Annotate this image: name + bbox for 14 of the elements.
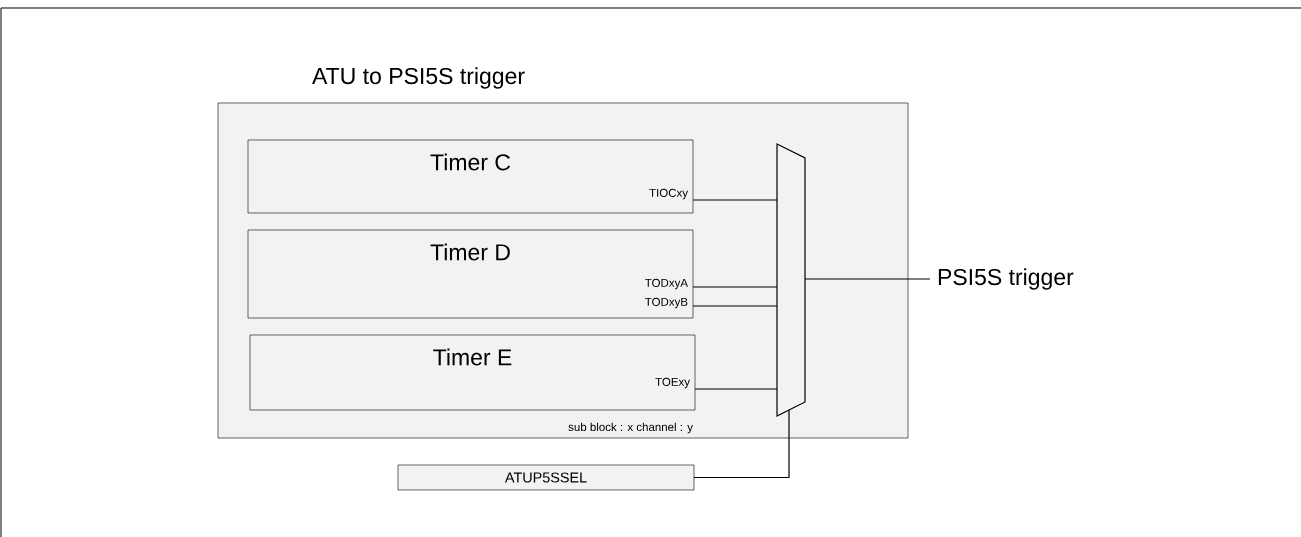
note-text: sub block : x channel : y xyxy=(568,422,693,434)
multiplexer-symbol xyxy=(776,143,806,417)
timer-box: Timer E TOExy xyxy=(249,334,696,411)
timer-box: Timer D TODxyA TODxyB xyxy=(247,229,694,319)
node-label: ATU to PSI5S trigger xyxy=(312,67,525,89)
connector-line xyxy=(692,199,778,201)
connector-line xyxy=(694,388,778,390)
connector-line xyxy=(693,409,790,479)
connector-line xyxy=(692,286,778,288)
register-box: ATUP5SSEL xyxy=(397,464,695,491)
output-label: PSI5S trigger xyxy=(938,268,1074,290)
timer-box: Timer C TIOCxy xyxy=(247,139,694,214)
connector-line xyxy=(692,305,778,307)
connector-line xyxy=(804,278,931,280)
